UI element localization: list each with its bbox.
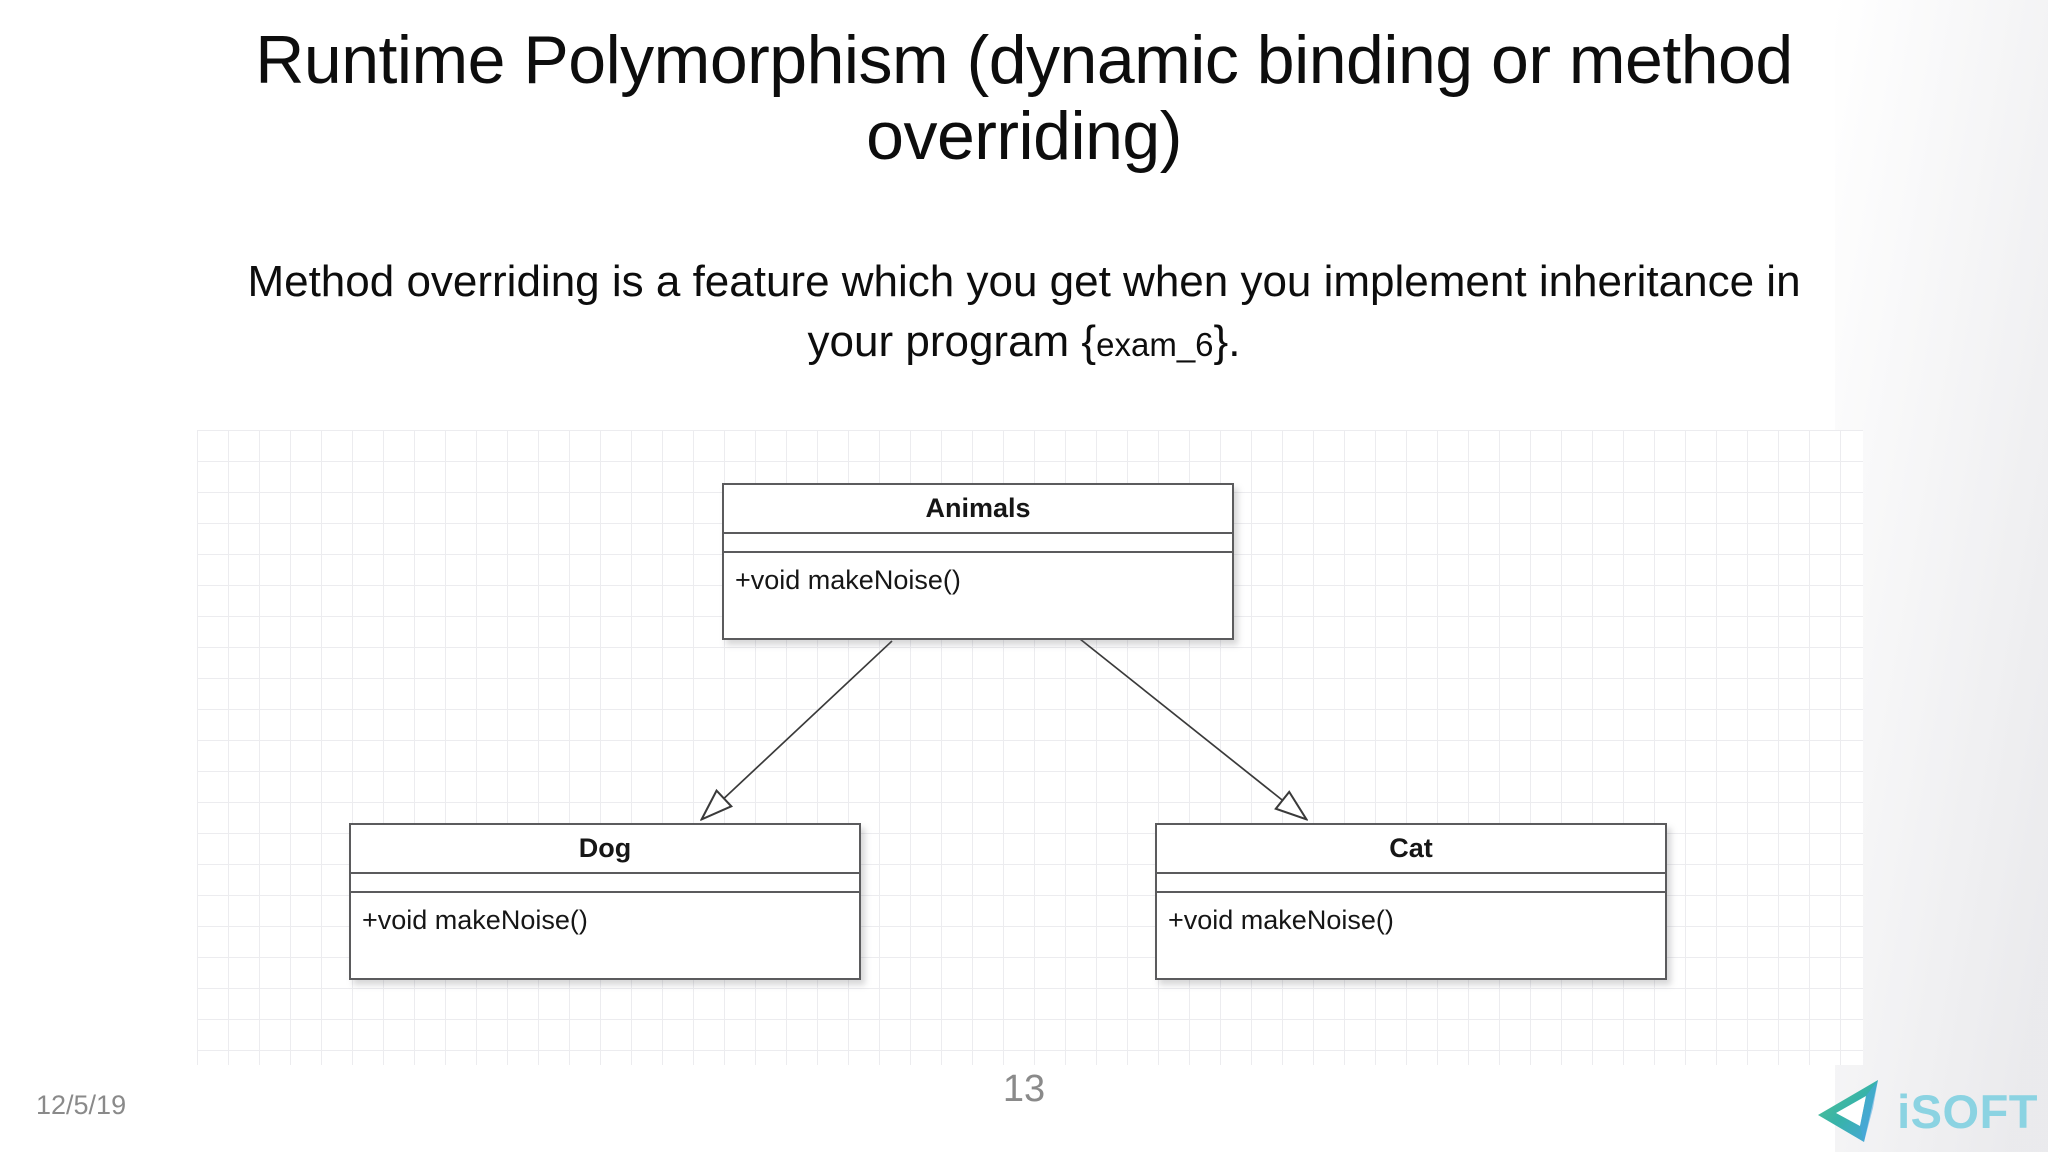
slide-date: 12/5/19	[36, 1090, 127, 1120]
class-methods-cat: +void makeNoise()	[1168, 905, 1394, 935]
uml-class-cat: Cat +void makeNoise()	[1155, 823, 1667, 980]
isoft-logo: iSOFT	[1815, 1076, 2038, 1146]
class-name-dog: Dog	[351, 825, 859, 874]
uml-class-animals: Animals +void makeNoise()	[722, 483, 1234, 640]
subtitle-line2: your program {exam_6}.	[0, 312, 2048, 375]
slide-title: Runtime Polymorphism (dynamic binding or…	[0, 22, 2048, 174]
isoft-logo-text: iSOFT	[1897, 1084, 2038, 1138]
uml-class-dog: Dog +void makeNoise()	[349, 823, 861, 980]
slide-subtitle: Method overriding is a feature which you…	[0, 252, 2048, 375]
class-attributes-dog	[351, 874, 859, 893]
isoft-logo-triangle-icon	[1818, 1080, 1879, 1142]
slide-page-number: 13	[1002, 1068, 1046, 1110]
subtitle-exam-ref: exam_6	[1096, 326, 1214, 363]
class-attributes-cat	[1157, 874, 1665, 893]
class-name-cat: Cat	[1157, 825, 1665, 874]
class-attributes-animals	[724, 534, 1232, 553]
subtitle-line2-post: }.	[1213, 317, 1241, 366]
subtitle-line1: Method overriding is a feature which you…	[247, 257, 1801, 306]
class-name-animals: Animals	[724, 485, 1232, 534]
slide-title-line1: Runtime Polymorphism (dynamic binding or…	[255, 22, 1793, 98]
class-methods-animals: +void makeNoise()	[735, 565, 961, 595]
class-methods-dog: +void makeNoise()	[362, 905, 588, 935]
subtitle-line2-pre: your program {	[807, 317, 1097, 366]
slide-title-line2: overriding)	[866, 98, 1182, 174]
